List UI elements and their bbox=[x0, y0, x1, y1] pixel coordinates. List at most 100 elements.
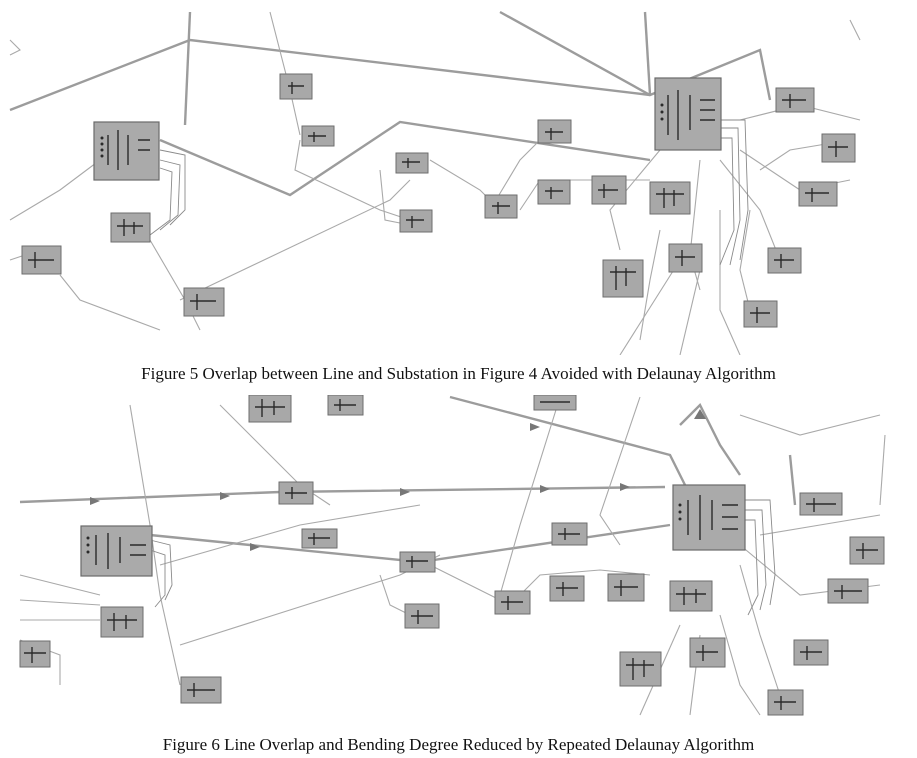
substation bbox=[278, 481, 314, 505]
substation bbox=[549, 575, 585, 602]
substation bbox=[110, 212, 151, 243]
distribution-line bbox=[719, 614, 761, 716]
feeder-bundle bbox=[720, 119, 749, 261]
flow-arrow bbox=[694, 409, 706, 419]
distribution-line bbox=[639, 229, 661, 341]
distribution-line bbox=[719, 210, 741, 355]
distribution-line bbox=[759, 514, 881, 536]
substation bbox=[494, 590, 531, 615]
substation bbox=[180, 676, 222, 704]
distribution-line bbox=[609, 149, 661, 251]
substation bbox=[399, 209, 433, 233]
substation bbox=[689, 637, 726, 668]
distribution-line bbox=[519, 569, 651, 596]
substation bbox=[551, 522, 588, 546]
substation bbox=[668, 243, 703, 273]
distribution-line bbox=[19, 574, 101, 596]
flow-arrow bbox=[90, 497, 100, 505]
feeder-bundle bbox=[149, 167, 173, 236]
transmission-line bbox=[159, 120, 651, 197]
substation bbox=[602, 259, 644, 298]
substation-large-west bbox=[93, 121, 160, 181]
transmission-line bbox=[183, 11, 192, 126]
figure-6-network-diagram bbox=[0, 395, 917, 727]
substation bbox=[279, 73, 313, 100]
transmission-line bbox=[9, 38, 651, 112]
transmission-line bbox=[788, 454, 797, 506]
transmission-line bbox=[19, 485, 666, 504]
flow-arrow bbox=[400, 488, 410, 496]
substation bbox=[301, 528, 338, 549]
substation bbox=[327, 395, 364, 416]
substation bbox=[591, 175, 627, 205]
flow-arrow bbox=[250, 543, 260, 551]
distribution-line bbox=[9, 159, 101, 221]
feeder-bundle bbox=[149, 539, 173, 601]
figure-6-svg bbox=[19, 395, 886, 716]
distribution-line bbox=[429, 564, 501, 601]
distribution-line bbox=[59, 274, 161, 331]
distribution-line bbox=[499, 396, 561, 596]
flow-arrow bbox=[620, 483, 630, 491]
distribution-line bbox=[739, 564, 781, 696]
substation bbox=[537, 179, 571, 205]
substation bbox=[849, 536, 885, 565]
distribution-line bbox=[9, 39, 21, 56]
substation bbox=[248, 395, 292, 423]
substation bbox=[619, 651, 662, 687]
substation bbox=[649, 181, 691, 215]
distribution-line bbox=[719, 159, 781, 261]
distribution-line bbox=[129, 404, 181, 686]
figure-5-network-diagram bbox=[0, 10, 917, 355]
distribution-line bbox=[619, 259, 681, 355]
feeder-bundle bbox=[159, 149, 186, 226]
figure-5-caption: Figure 5 Overlap between Line and Substa… bbox=[141, 364, 776, 383]
transmission-line bbox=[449, 395, 692, 496]
substation-large-east bbox=[654, 77, 722, 151]
distribution-line bbox=[679, 269, 701, 355]
distribution-line bbox=[489, 139, 541, 211]
feeder-bundle bbox=[719, 137, 735, 266]
substation bbox=[821, 133, 856, 163]
feeder-bundle bbox=[740, 499, 776, 606]
substation bbox=[827, 578, 869, 604]
substation bbox=[533, 395, 577, 411]
distribution-line bbox=[19, 599, 101, 606]
substation bbox=[19, 640, 51, 668]
distribution-line bbox=[849, 19, 861, 41]
substation bbox=[775, 87, 815, 113]
substation bbox=[395, 152, 429, 174]
substation bbox=[183, 287, 225, 317]
transmission-line bbox=[499, 10, 772, 101]
substation-large-east bbox=[672, 484, 746, 551]
distribution-line bbox=[294, 139, 411, 221]
feeder-bundle bbox=[159, 159, 181, 231]
flow-arrow bbox=[530, 423, 540, 431]
distribution-line bbox=[379, 574, 411, 616]
feeder-bundle bbox=[149, 549, 166, 608]
substation bbox=[767, 247, 802, 274]
substation bbox=[799, 492, 843, 516]
distribution-line bbox=[179, 179, 411, 301]
substation bbox=[537, 119, 572, 144]
transmission-line bbox=[643, 11, 652, 96]
figure-5-svg bbox=[9, 10, 861, 355]
substation bbox=[798, 181, 838, 207]
substation bbox=[404, 603, 440, 629]
figure-6-caption: Figure 6 Line Overlap and Bending Degree… bbox=[162, 735, 755, 754]
substation bbox=[669, 580, 713, 612]
substation bbox=[793, 639, 829, 666]
substation bbox=[743, 300, 778, 328]
distribution-line bbox=[159, 504, 421, 566]
flow-arrow bbox=[220, 492, 230, 500]
feeder-bundle bbox=[740, 509, 767, 611]
substation bbox=[301, 125, 335, 147]
feeder-bundle bbox=[740, 519, 759, 616]
feeder-bundle bbox=[720, 127, 741, 266]
substation bbox=[607, 573, 645, 602]
distribution-line bbox=[879, 434, 886, 506]
substation bbox=[100, 606, 144, 638]
distribution-line bbox=[599, 396, 641, 546]
substation-large-west bbox=[80, 525, 153, 577]
distribution-line bbox=[739, 209, 751, 311]
